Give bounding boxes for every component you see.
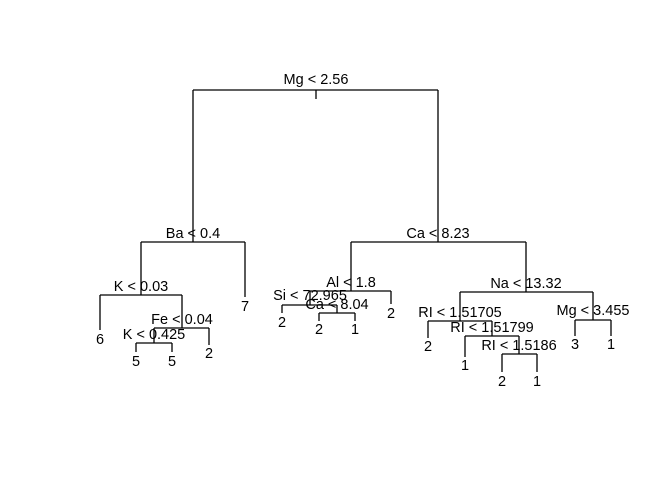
split-label-k2: K < 0.425 (123, 327, 185, 343)
split-label-ca2: Ca < 8.04 (305, 297, 368, 313)
split-label-ba: Ba < 0.4 (166, 226, 220, 242)
leaf-2-ri1: 2 (424, 339, 432, 355)
leaf-6: 6 (96, 332, 104, 348)
split-label-k1: K < 0.03 (114, 279, 168, 295)
leaf-3-mg2: 3 (571, 337, 579, 353)
leaf-5-left: 5 (132, 354, 140, 370)
split-label-root: Mg < 2.56 (284, 72, 349, 88)
leaf-1-ri3: 1 (533, 374, 541, 390)
split-label-ri2: RI < 1.51799 (450, 320, 533, 336)
leaf-1-mg2: 1 (607, 337, 615, 353)
leaf-5-right: 5 (168, 354, 176, 370)
split-label-si: Si < 72.965 (273, 288, 347, 304)
split-label-na: Na < 13.32 (490, 276, 561, 292)
leaf-2-ca2: 2 (315, 322, 323, 338)
split-label-fe: Fe < 0.04 (151, 312, 213, 328)
leaf-2-fe: 2 (205, 346, 213, 362)
leaf-1-ri2: 1 (461, 358, 469, 374)
leaf-1-ca2: 1 (351, 322, 359, 338)
split-label-al: Al < 1.8 (326, 275, 376, 291)
leaf-2-ri3: 2 (498, 374, 506, 390)
leaf-2-al: 2 (387, 306, 395, 322)
leaf-7: 7 (241, 299, 249, 315)
split-label-mg2: Mg < 3.455 (557, 303, 630, 319)
split-label-ri3: RI < 1.5186 (481, 338, 556, 354)
split-label-ca1: Ca < 8.23 (406, 226, 469, 242)
split-label-ri1: RI < 1.51705 (418, 305, 501, 321)
leaf-2-si: 2 (278, 315, 286, 331)
